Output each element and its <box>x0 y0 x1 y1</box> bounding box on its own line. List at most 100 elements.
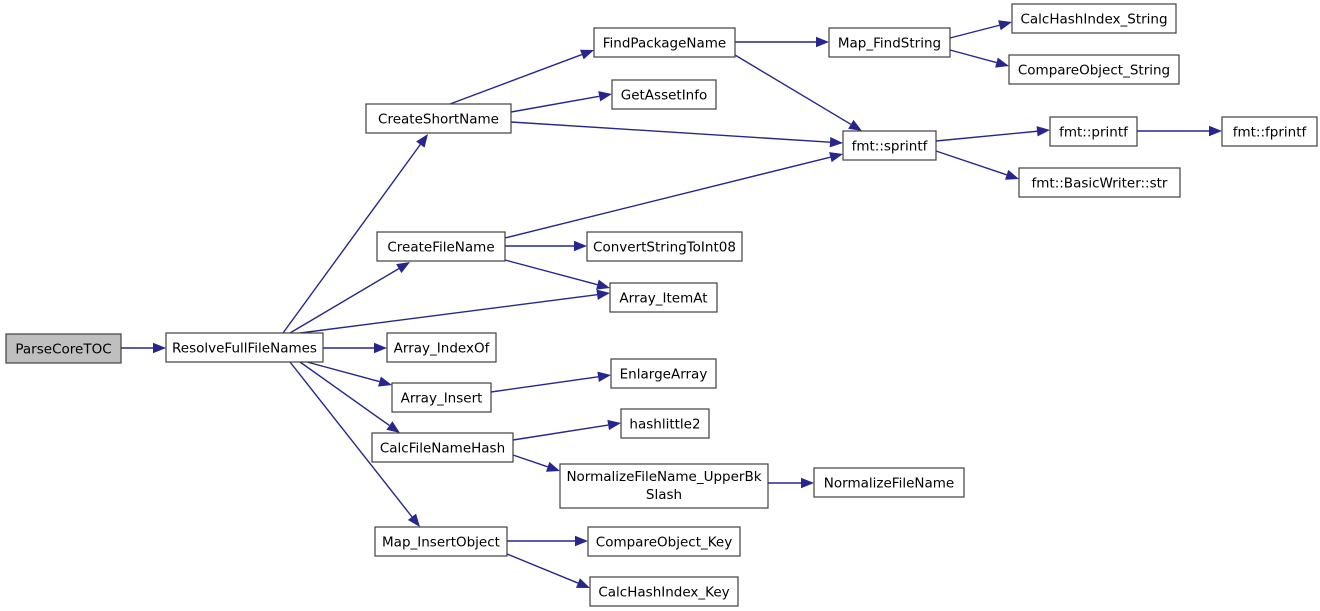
arrowhead-icon <box>1036 126 1050 137</box>
arrowhead-icon <box>597 371 611 382</box>
arrowhead-icon <box>153 342 166 354</box>
node-box[interactable] <box>587 526 741 557</box>
edge-ResolveFullFileNames-to-CalcFileNameHash <box>299 361 400 433</box>
node-box[interactable] <box>374 526 508 557</box>
arrowhead-icon <box>378 376 392 387</box>
arrowhead-icon <box>416 134 428 148</box>
node-Array_Insert[interactable]: Array_Insert <box>391 382 492 413</box>
node-hashlittle2[interactable]: hashlittle2 <box>620 408 710 439</box>
edge-ResolveFullFileNames-to-Map_InsertObject <box>289 361 420 527</box>
edge-CreateShortName-to-FindPackageName <box>449 49 594 105</box>
node-Map_FindString[interactable]: Map_FindString <box>828 27 951 58</box>
node-box[interactable] <box>1011 3 1177 34</box>
node-box[interactable] <box>391 382 492 413</box>
node-Map_InsertObject[interactable]: Map_InsertObject <box>374 526 508 557</box>
arrowhead-icon <box>1209 125 1222 137</box>
node-box[interactable] <box>586 231 743 262</box>
node-box[interactable] <box>813 467 965 498</box>
node-box[interactable] <box>1008 54 1180 85</box>
arrowhead-icon <box>607 419 621 431</box>
node-box[interactable] <box>620 408 710 439</box>
arrowhead-icon <box>596 289 610 300</box>
node-box[interactable] <box>828 27 951 58</box>
arrowhead-icon <box>407 513 420 527</box>
edge-line <box>282 144 421 334</box>
edge-line <box>935 130 1038 142</box>
edge-line <box>512 424 609 441</box>
edge-fmt::printf-to-fmt::fprintf <box>1137 125 1222 137</box>
edge-line <box>504 156 831 239</box>
edge-Map_FindString-to-CalcHashIndex_String <box>949 20 1012 39</box>
node-FindPackageName[interactable]: FindPackageName <box>593 27 736 58</box>
arrowhead-icon <box>576 578 590 588</box>
edge-line <box>935 150 1007 176</box>
node-box[interactable] <box>165 332 324 363</box>
node-CalcFileNameHash[interactable]: CalcFileNameHash <box>371 432 514 463</box>
edge-line <box>504 259 598 286</box>
node-fmt::fprintf[interactable]: fmt::fprintf <box>1221 116 1318 147</box>
arrowhead-icon <box>596 279 610 290</box>
edge-ParseCoreTOC-to-ResolveFullFileNames <box>121 342 166 354</box>
edge-Map_InsertObject-to-CalcHashIndex_Key <box>506 553 590 588</box>
edge-CreateFileName-to-ConvertStringToInt08 <box>505 240 587 252</box>
node-CalcHashIndex_Key[interactable]: CalcHashIndex_Key <box>589 576 739 607</box>
node-CalcHashIndex_String[interactable]: CalcHashIndex_String <box>1011 3 1177 34</box>
edge-line <box>299 293 598 334</box>
edge-line <box>306 361 380 383</box>
edge-line <box>510 95 600 113</box>
node-box[interactable] <box>376 231 506 262</box>
edge-line <box>734 54 852 125</box>
edge-ResolveFullFileNames-to-CreateFileName <box>289 262 410 334</box>
edge-line <box>506 553 579 584</box>
node-fmt::printf[interactable]: fmt::printf <box>1049 116 1138 147</box>
node-CompareObject_String[interactable]: CompareObject_String <box>1008 54 1180 85</box>
node-box[interactable] <box>593 27 736 58</box>
node-CreateShortName[interactable]: CreateShortName <box>365 103 512 134</box>
edge-line <box>490 376 599 393</box>
node-box[interactable] <box>559 463 769 509</box>
arrowhead-icon <box>995 57 1009 68</box>
arrowhead-icon <box>998 20 1012 31</box>
node-box[interactable] <box>611 79 717 110</box>
node-box[interactable] <box>1018 167 1181 198</box>
node-NormalizeFileName[interactable]: NormalizeFileName <box>813 467 965 498</box>
node-ConvertStringToInt08[interactable]: ConvertStringToInt08 <box>586 231 743 262</box>
node-GetAssetInfo[interactable]: GetAssetInfo <box>611 79 717 110</box>
node-box[interactable] <box>365 103 512 134</box>
node-fmt::sprintf[interactable]: fmt::sprintf <box>842 130 937 161</box>
node-box[interactable] <box>610 358 717 389</box>
node-CompareObject_Key[interactable]: CompareObject_Key <box>587 526 741 557</box>
edge-Map_InsertObject-to-CompareObject_Key <box>507 535 588 547</box>
arrowhead-icon <box>580 49 594 60</box>
node-box[interactable] <box>5 333 122 364</box>
edge-line <box>289 361 413 518</box>
node-ParseCoreTOC[interactable]: ParseCoreTOC <box>5 333 122 364</box>
node-box[interactable] <box>609 282 718 313</box>
node-EnlargeArray[interactable]: EnlargeArray <box>610 358 717 389</box>
node-box[interactable] <box>1221 116 1318 147</box>
arrowhead-icon <box>829 136 843 148</box>
node-ResolveFullFileNames[interactable]: ResolveFullFileNames <box>165 332 324 363</box>
node-box[interactable] <box>1049 116 1138 147</box>
arrowhead-icon <box>801 477 814 489</box>
arrowhead-icon <box>396 262 410 274</box>
arrowhead-icon <box>575 535 588 547</box>
node-CreateFileName[interactable]: CreateFileName <box>376 231 506 262</box>
node-box[interactable] <box>386 332 497 363</box>
edge-fmt::sprintf-to-fmt::BasicWriter::str <box>935 150 1019 180</box>
edge-ResolveFullFileNames-to-Array_Insert <box>306 361 392 387</box>
arrowhead-icon <box>546 461 560 472</box>
node-Array_ItemAt[interactable]: Array_ItemAt <box>609 282 718 313</box>
arrowhead-icon <box>574 240 587 252</box>
node-box[interactable] <box>371 432 514 463</box>
edge-CreateShortName-to-GetAssetInfo <box>510 91 612 113</box>
edge-line <box>299 361 390 427</box>
node-box[interactable] <box>589 576 739 607</box>
node-Array_IndexOf[interactable]: Array_IndexOf <box>386 332 497 363</box>
node-box[interactable] <box>842 130 937 161</box>
arrowhead-icon <box>1005 169 1019 180</box>
edge-FindPackageName-to-Map_FindString <box>735 36 829 48</box>
node-fmt::BasicWriter::str[interactable]: fmt::BasicWriter::str <box>1018 167 1181 198</box>
edge-ResolveFullFileNames-to-CreateShortName <box>282 134 428 334</box>
